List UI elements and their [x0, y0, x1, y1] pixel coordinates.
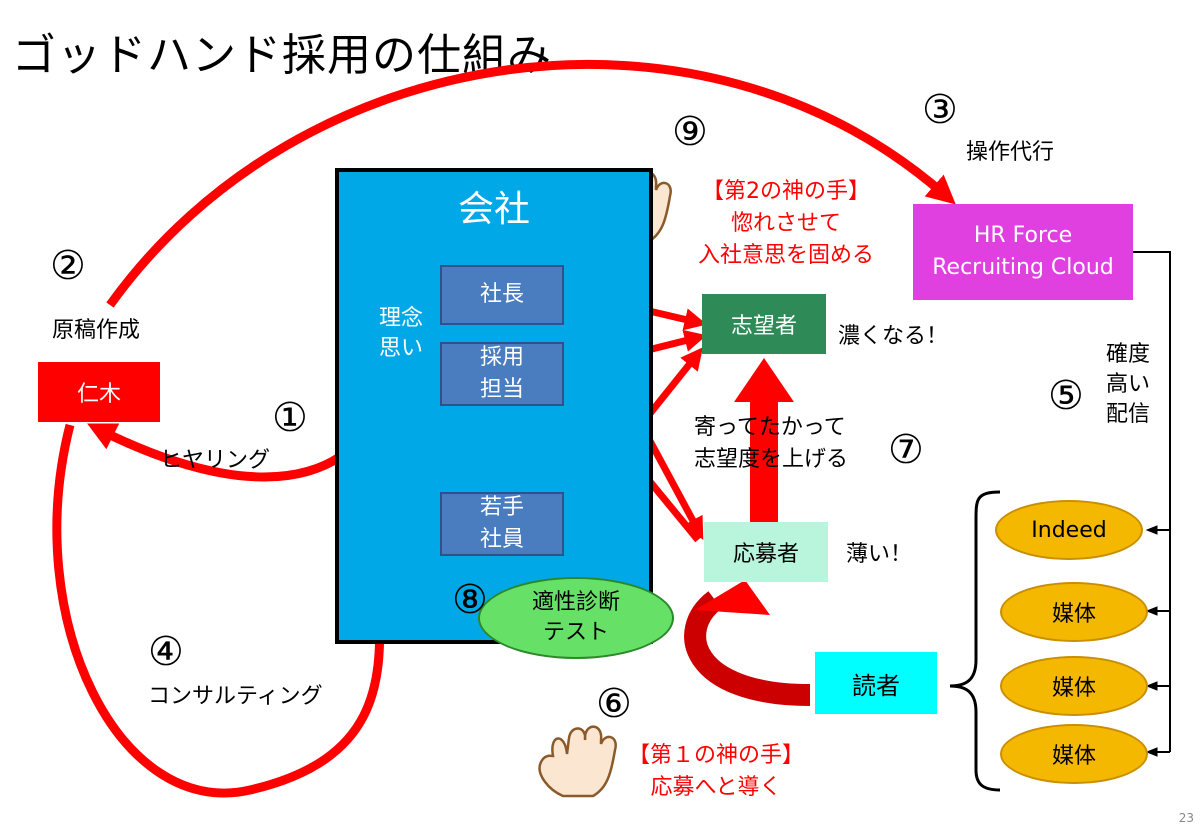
step5-label: 確度 高い 配信	[1106, 342, 1151, 427]
step7-label: 寄ってたかって 志望度を上げる	[694, 415, 849, 472]
media-indeed: Indeed	[995, 500, 1143, 560]
reader-box: 読者	[815, 652, 937, 714]
step8-number: ⑧	[452, 577, 488, 623]
hand-icon-bottom	[538, 725, 617, 798]
step3-number: ③	[922, 87, 958, 133]
step4-number: ④	[148, 629, 184, 675]
step2-number: ②	[50, 243, 86, 289]
step2-label: 原稿作成	[52, 318, 141, 343]
step4-label: コンサルティング	[148, 684, 323, 709]
role-recruiter: 採用 担当	[440, 342, 564, 406]
media-brace	[949, 490, 1001, 792]
company-block	[335, 168, 653, 644]
step6-number: ⑥	[596, 681, 632, 727]
role-president: 社長	[440, 265, 564, 325]
step9-number: ⑨	[672, 109, 708, 155]
page-number: 23	[1178, 811, 1194, 825]
step1-number: ①	[272, 395, 308, 441]
applicant-note: 薄い！	[846, 542, 913, 567]
hrforce-box: HR Force Recruiting Cloud	[913, 204, 1133, 300]
arrow-niki-to-hrforce	[106, 60, 956, 308]
arrow-reader-to-applicant	[684, 591, 811, 706]
media-item: 媒体	[1000, 724, 1148, 784]
step5-number: ⑤	[1048, 373, 1084, 419]
step7-number: ⑦	[888, 427, 924, 473]
media-item: 媒体	[1000, 656, 1148, 716]
step6-label: 【第１の神の手】 応募へと導く	[627, 743, 804, 800]
step9-label: 【第2の神の手】 惚れさせて 入社意思を固める	[697, 179, 874, 268]
media-item: 媒体	[1000, 582, 1148, 642]
arrow-applicant-to-candidate	[734, 358, 794, 402]
arrow-consulting	[52, 423, 395, 798]
page-title: ゴッドハンド採用の仕組み	[12, 30, 552, 81]
aptitude-test: 適性診断 テスト	[478, 577, 674, 659]
step3-label: 操作代行	[966, 140, 1055, 165]
applicant-box: 応募者	[704, 522, 828, 582]
company-label: 会社	[457, 189, 530, 230]
company-values: 理念 思い	[378, 306, 423, 361]
candidate-note: 濃くなる！	[838, 324, 949, 349]
role-young-staff: 若手 社員	[440, 492, 564, 556]
step1-label: ヒヤリング	[160, 448, 271, 473]
candidate-box: 志望者	[702, 294, 826, 354]
niki-box: 仁木	[38, 362, 160, 422]
